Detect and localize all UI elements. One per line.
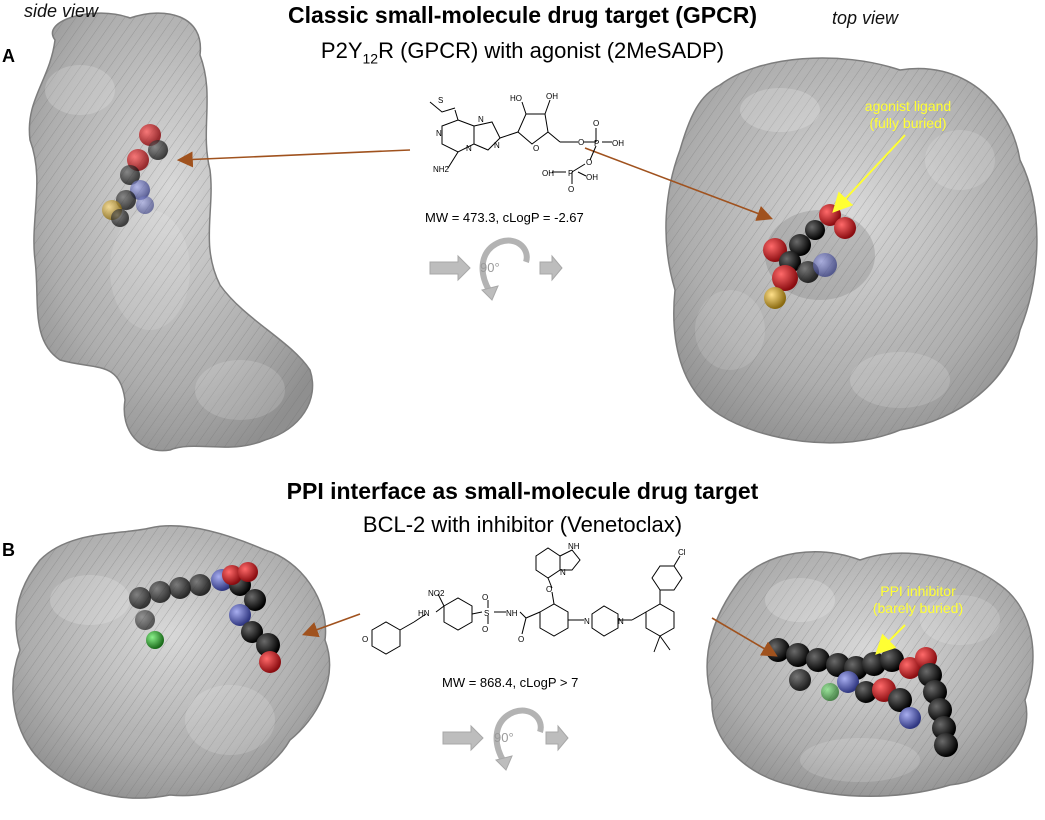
atom-label: P	[568, 169, 573, 178]
atom-label: NH	[506, 609, 518, 618]
arrow-b-yellow	[875, 624, 906, 655]
atom-label: S	[484, 609, 489, 618]
structure-2mesadp-atoms: S N NH2 N N N HO OH O O P O OH O P O OH …	[433, 92, 624, 194]
panel-a-letter: A	[2, 46, 15, 66]
atom-label: N	[478, 115, 484, 124]
atom-label: Cl	[678, 548, 686, 557]
arrow-a-yellow	[832, 134, 906, 213]
ligand-note-line2: (fully buried)	[869, 115, 947, 131]
panel-b-properties: MW = 868.4, cLogP > 7	[442, 675, 579, 690]
atom-label: NH	[568, 542, 580, 551]
atom-label: O	[578, 138, 584, 147]
gpcr-top-view-protein	[665, 57, 1038, 444]
structure-venetoclax	[371, 547, 683, 655]
rotation-glyph-a	[429, 237, 563, 301]
panel-a-ligand-note: agonist ligand (fully buried)	[838, 98, 978, 132]
arrow-b-to-top	[711, 617, 778, 657]
subtitle-prefix: P2Y	[320, 38, 363, 63]
atom-label: HN	[418, 609, 430, 618]
arrow-b-to-side	[301, 613, 361, 638]
ligand-note-line1: PPI inhibitor	[880, 583, 956, 599]
atom-label: S	[438, 96, 443, 105]
bcl2-top-view-protein	[706, 551, 1034, 797]
panel-a-rotation-label: 90°	[480, 260, 500, 275]
atom-label: O	[568, 185, 574, 194]
panel-b-subtitle: BCL-2 with inhibitor (Venetoclax)	[362, 512, 683, 537]
panel-b-rotation-label: 90°	[494, 730, 514, 745]
atom-label: O	[546, 585, 552, 594]
atom-label: N	[494, 141, 500, 150]
atom-label: O	[518, 635, 524, 644]
atom-label: NH2	[433, 165, 450, 174]
atom-label: N	[584, 617, 590, 626]
ligand-note-line1: agonist ligand	[864, 98, 952, 114]
atom-label: O	[586, 158, 592, 167]
atom-label: OH	[612, 139, 624, 148]
panel-b-letter: B	[2, 540, 15, 560]
subtitle-suffix: R (GPCR) with agonist (2MeSADP)	[378, 38, 725, 63]
atom-label: N	[618, 617, 624, 626]
structure-2mesadp	[429, 99, 612, 184]
panel-a-properties: MW = 473.3, cLogP = -2.67	[425, 210, 584, 225]
subtitle-subscript: 12	[362, 50, 379, 67]
panel-a-subtitle: P2Y12R (GPCR) with agonist (2MeSADP)	[250, 38, 795, 66]
gpcr-side-view-protein	[28, 12, 314, 452]
arrow-a-to-top	[584, 147, 773, 221]
atom-label: O	[482, 593, 488, 602]
atom-label: O	[593, 119, 599, 128]
atom-label: O	[482, 625, 488, 634]
bcl2-side-view-protein	[12, 525, 331, 799]
atom-label: HO	[510, 94, 522, 103]
arrow-a-to-side	[176, 149, 411, 168]
atom-label: OH	[546, 92, 558, 101]
atom-label: O	[533, 144, 539, 153]
atom-label: O	[362, 635, 368, 644]
panel-b-ligand-note: PPI inhibitor (barely buried)	[848, 583, 988, 617]
atom-label: N	[560, 568, 566, 577]
panel-a-title: Classic small-molecule drug target (GPCR…	[287, 2, 758, 28]
atom-label: NO2	[428, 589, 445, 598]
ligand-note-line2: (barely buried)	[872, 600, 964, 616]
rotation-glyph-b	[442, 707, 569, 771]
panel-b-title: PPI interface as small-molecule drug tar…	[286, 478, 759, 504]
top-view-label: top view	[832, 8, 899, 28]
atom-label: OH	[542, 169, 554, 178]
structure-venetoclax-atoms: NH N O NO2 O S O NH HN O N N Cl O	[362, 542, 686, 644]
side-view-label: side view	[24, 1, 99, 21]
atom-label: OH	[586, 173, 598, 182]
atom-label: P	[594, 139, 599, 148]
atom-label: N	[466, 144, 472, 153]
atom-label: N	[436, 129, 442, 138]
